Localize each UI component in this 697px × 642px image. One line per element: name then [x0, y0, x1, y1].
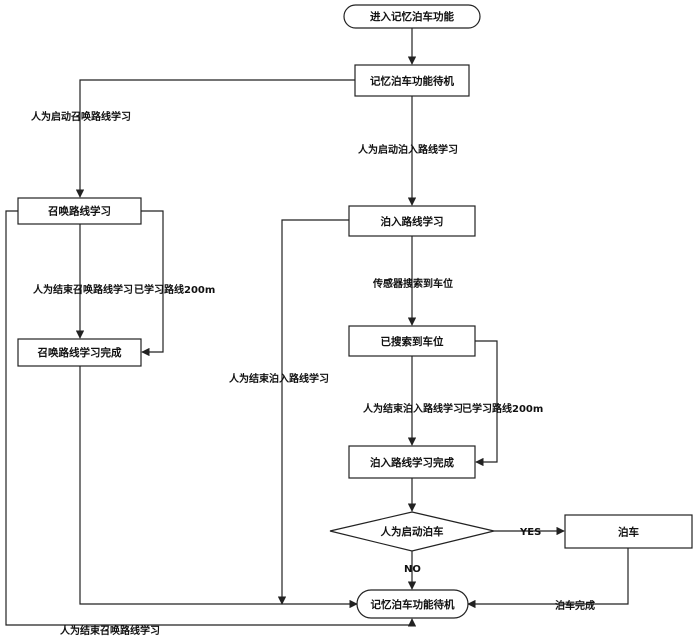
node-found-spot: 已搜索到车位 — [348, 325, 476, 357]
edge-park-learn-end — [277, 219, 349, 605]
label-end-summon-bottom: 人为结束召唤路线学习 — [60, 624, 160, 637]
label-park-complete: 泊车完成 — [555, 599, 595, 612]
label-start-park-in: 人为启动泊入路线学习 — [358, 143, 458, 156]
label-start-summon: 人为启动召唤路线学习 — [31, 110, 131, 123]
node-park-done-label: 泊入路线学习完成 — [370, 456, 454, 469]
label-sensor-found: 传感器搜索到车位 — [372, 277, 453, 290]
node-decision-label: 人为启动泊车 — [381, 525, 444, 538]
edge-summon-done-standby — [79, 366, 358, 609]
label-end-summon: 人为结束召唤路线学习 — [33, 283, 133, 296]
node-summon-learn-label: 召唤路线学习 — [48, 205, 111, 218]
label-learned-200-right: 已学习路线200m — [462, 402, 543, 415]
edge-park-standby — [467, 548, 629, 609]
node-decision: 人为启动泊车 — [329, 511, 495, 552]
node-park-label: 泊车 — [618, 526, 639, 539]
node-park-done: 泊入路线学习完成 — [348, 445, 476, 479]
node-summon-learn: 召唤路线学习 — [17, 197, 142, 225]
node-standby-top-label: 记忆泊车功能待机 — [370, 75, 454, 88]
edge-summon-learn-200m — [141, 210, 164, 357]
node-summon-done-label: 召唤路线学习完成 — [38, 346, 122, 359]
node-start: 进入记忆泊车功能 — [343, 4, 481, 29]
label-end-park-in-left: 人为结束泊入路线学习 — [229, 372, 329, 385]
node-found-spot-label: 已搜索到车位 — [381, 335, 444, 348]
edge-standby-summon-learn — [75, 79, 355, 198]
node-park: 泊车 — [564, 514, 693, 549]
label-learned-200-left: 已学习路线200m — [134, 283, 215, 296]
label-end-park-in: 人为结束泊入路线学习 — [363, 402, 463, 415]
node-park-learn-label: 泊入路线学习 — [381, 215, 444, 228]
edge-found-200m — [475, 340, 498, 467]
node-park-learn: 泊入路线学习 — [348, 205, 476, 237]
node-standby-bottom-label: 记忆泊车功能待机 — [371, 598, 455, 611]
edge-summon-end-bottom — [5, 210, 417, 627]
node-standby-bottom: 记忆泊车功能待机 — [356, 589, 469, 619]
label-no: NO — [404, 564, 421, 575]
node-start-label: 进入记忆泊车功能 — [370, 10, 454, 23]
label-yes: YES — [519, 527, 541, 538]
node-summon-done: 召唤路线学习完成 — [17, 338, 142, 367]
node-standby-top: 记忆泊车功能待机 — [354, 64, 470, 97]
